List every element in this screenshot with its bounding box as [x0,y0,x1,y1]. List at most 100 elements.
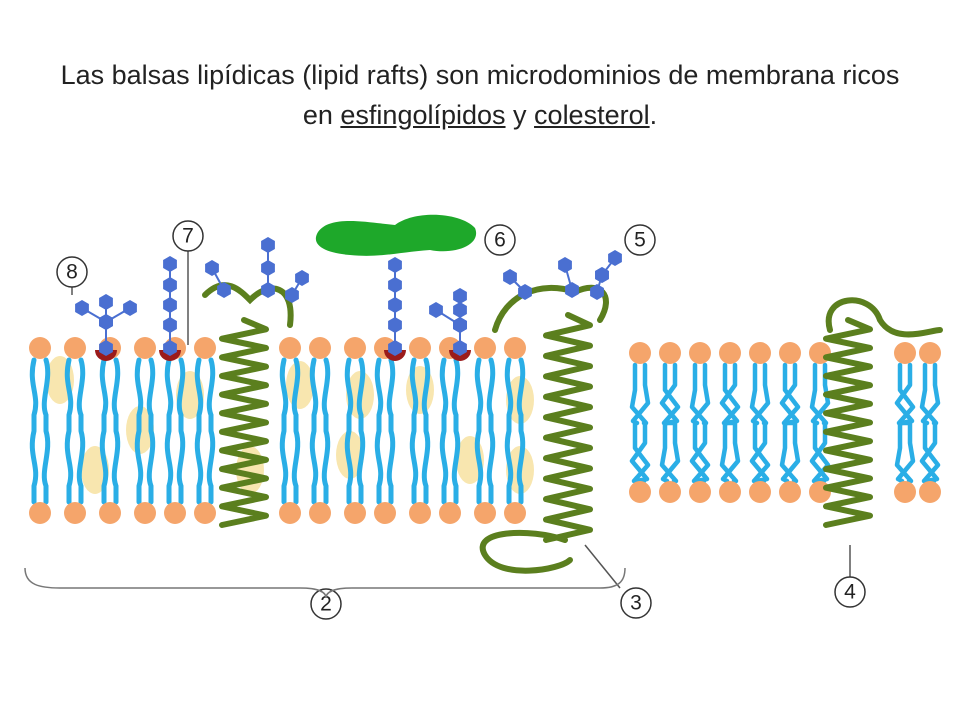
lipid-tail [504,428,514,505]
lipid-tail [451,357,461,433]
transmembrane-protein [479,284,609,574]
glycan-chain [205,260,231,298]
lipid-tail [780,420,801,484]
sugar-residue [163,297,177,313]
lipid-tail [99,428,109,505]
lipid-tail-pair [894,362,916,426]
callout-number: 3 [630,592,642,615]
lipid-tail [29,357,39,433]
lipid-tail-pair [374,428,396,505]
glycan-chain [163,256,177,356]
membrane-proteins-layer [202,214,943,574]
lipid-head [474,502,496,524]
lipid-tail [421,357,431,433]
lipid-tail-pair [659,420,681,484]
lipid-tail-pair [689,362,711,426]
lipid-head [164,502,186,524]
lipid-tail [374,428,384,505]
callout-2: 2 [310,588,342,620]
lipid-tail [439,357,449,433]
title-text-3: . [649,100,658,130]
cholesterol-link[interactable]: colesterol [534,100,650,130]
lipid-head [134,337,156,359]
sugar-residue [99,340,113,356]
lipid-tail [629,420,650,484]
sugar-residue [595,267,609,283]
sugar-residue [453,288,467,304]
lipid-tail-pair [374,357,396,433]
lipid-head [344,502,366,524]
lipid-head [659,481,681,503]
callout-circle [624,224,656,256]
lipid-tail-pair [164,428,186,505]
lipid-head [689,342,711,364]
sphingolipids-link[interactable]: esfingolípidos [340,100,506,130]
lipid-head [504,502,526,524]
lipid-tail-pair [894,420,916,484]
lipid-tail [76,357,86,433]
lipid-tail-pair [279,428,301,505]
lipid-tail-pair [279,357,301,433]
sugar-residue [295,270,309,286]
sugar-residue [163,256,177,272]
lipid-head [919,342,941,364]
callout-number: 7 [182,225,194,248]
lipid-tail [474,428,484,505]
lipid-tail-pair [719,362,741,426]
callout-6: 6 [484,224,516,256]
lipid-tail-pair [309,357,331,433]
lipid-tail [486,428,496,505]
lipid-tail [386,357,396,433]
lipid-tail [356,428,366,505]
lipid-tail [374,357,384,433]
callout-8: 8 [56,256,88,295]
glycan-chain [285,270,309,303]
protein-loop [479,529,573,574]
lipid-tail [409,428,419,505]
sugar-residue [388,277,402,293]
sugar-residue [163,317,177,333]
callout-circle [172,220,204,252]
lipid-head [99,502,121,524]
glycan-chain [558,257,579,298]
lipid-tail-pair [409,428,431,505]
sugar-residue [261,237,275,253]
lipid-head [374,502,396,524]
lipid-head [629,342,651,364]
lipid-tail [474,357,484,433]
lipid-tail-pair [64,428,86,505]
callout-circle [834,576,866,608]
sugar-residue [453,302,467,318]
protein-loop [825,297,943,338]
lipid-tail [689,420,710,484]
lipid-tail-pair [779,362,801,426]
lipid-tail-pair [344,357,366,433]
lipid-tail-pair [629,420,651,484]
lipid-head [779,342,801,364]
lipid-tail-pair [719,420,741,484]
lipid-tail-pair [779,420,801,484]
lipid-tail [279,357,289,433]
sugar-residue [217,282,231,298]
lipid-head [439,502,461,524]
glycan-chain [99,294,113,330]
glycan-chain [388,257,402,356]
leader-line [584,544,621,589]
lipid-tail-pair [919,362,941,426]
lipid-head [64,337,86,359]
lipid-tail [176,428,186,505]
glycan-chain [503,269,532,300]
lipid-tail-pair [749,420,771,484]
raft-bracket [24,567,626,599]
callout-number: 6 [494,229,506,252]
title-text-1: Las balsas lipídicas (lipid rafts) son m… [60,60,900,130]
lipid-tail [719,420,739,484]
lipid-head [659,342,681,364]
lipid-tail [279,428,289,505]
lipid-tail [344,357,354,433]
lipid-tail-pair [64,357,86,433]
lipid-tail [749,420,770,484]
sugar-residue [503,269,517,285]
lipid-head [309,337,331,359]
